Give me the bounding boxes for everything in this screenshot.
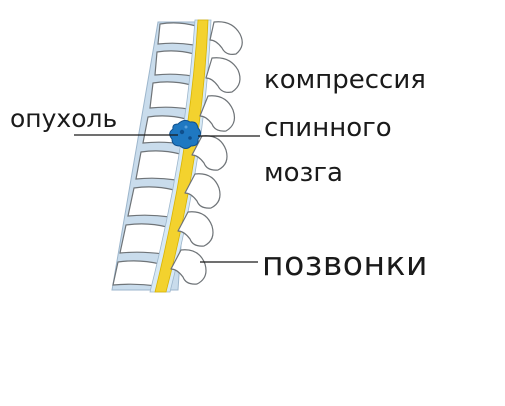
compression-label-line1: компрессия xyxy=(264,65,426,95)
process-1 xyxy=(209,21,243,55)
process-2 xyxy=(205,57,241,93)
spinal-cord xyxy=(154,19,209,293)
compression-label-line3: мозга xyxy=(264,158,343,188)
tumor-mass xyxy=(169,119,201,149)
vertebra-5 xyxy=(135,150,181,181)
posterior-processes xyxy=(170,21,243,285)
process-3 xyxy=(199,95,236,132)
tumor xyxy=(169,119,201,149)
tumor-spot xyxy=(179,129,185,135)
tumor-label: опухоль xyxy=(10,104,118,133)
process-4 xyxy=(191,135,228,171)
process-5 xyxy=(184,173,221,209)
compression-label-line2: спинного xyxy=(264,113,392,143)
tumor-spot xyxy=(184,125,188,129)
process-7 xyxy=(170,249,207,285)
vertebra-1 xyxy=(157,22,197,46)
vertebrae-label: позвонки xyxy=(262,244,428,283)
vertebra-3 xyxy=(149,81,192,110)
vertebra-2 xyxy=(154,50,195,77)
leader-lines xyxy=(74,134,260,263)
vertebra-6 xyxy=(127,186,175,218)
process-6 xyxy=(177,211,214,247)
tumor-spot xyxy=(188,136,192,140)
